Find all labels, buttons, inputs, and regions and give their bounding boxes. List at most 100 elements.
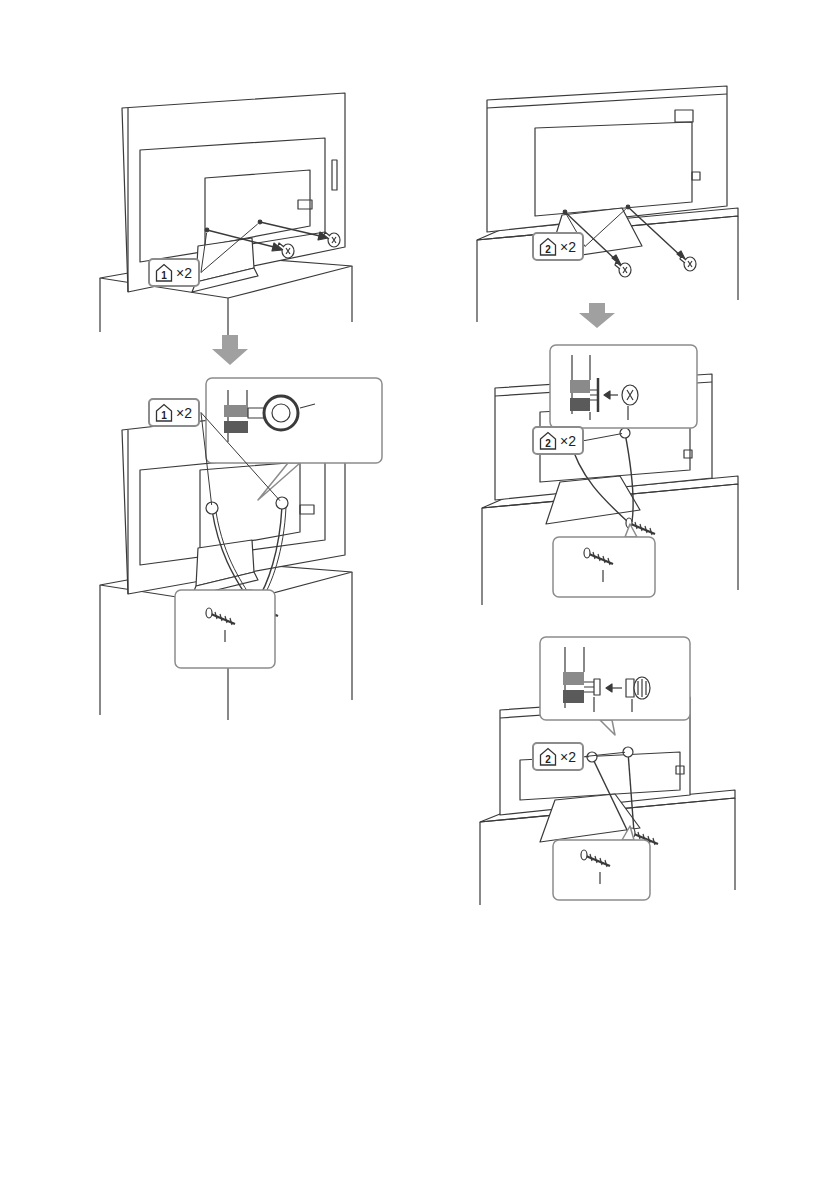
- line-art: [300, 505, 314, 514]
- part-icon: 2: [539, 747, 557, 766]
- line-art: [563, 690, 584, 703]
- line-art: [256, 505, 282, 602]
- line-art: [224, 630, 225, 642]
- part-number: 2: [539, 237, 557, 255]
- line-art: [606, 684, 612, 692]
- line-art: [535, 122, 692, 216]
- line-art: [597, 378, 600, 412]
- part-number: 2: [539, 747, 557, 765]
- callout-box: 1×2: [148, 258, 200, 287]
- line-art: [206, 378, 382, 463]
- line-art: [100, 572, 352, 720]
- leader-line: [585, 752, 625, 756]
- line-art: [625, 524, 637, 537]
- line-art: [332, 160, 337, 190]
- line-art: [570, 398, 590, 411]
- line-art: [553, 840, 650, 900]
- quantity: ×2: [560, 749, 576, 765]
- tv-scene: [100, 93, 352, 338]
- line-art: [627, 390, 633, 400]
- line-art: [300, 404, 315, 408]
- part-number: 2: [539, 431, 557, 449]
- line-art: [592, 757, 628, 832]
- line-art: [625, 433, 633, 522]
- part-icon: 1: [155, 403, 173, 422]
- quantity: ×2: [176, 405, 192, 421]
- step-arrow: [212, 335, 248, 365]
- line-art: [581, 850, 610, 867]
- part-number: 1: [155, 263, 173, 281]
- line-art: [622, 826, 634, 840]
- leader-line: [201, 413, 280, 501]
- tv-scene: [482, 345, 738, 605]
- line-art: [175, 590, 275, 668]
- line-art: [278, 243, 294, 258]
- line-art: [122, 93, 345, 292]
- line-art: [626, 679, 634, 697]
- line-art: [258, 463, 300, 500]
- part-icon: 1: [155, 263, 173, 282]
- line-art: [628, 752, 634, 832]
- line-art: [258, 220, 262, 224]
- line-art: [540, 794, 640, 842]
- step-arrow: [579, 303, 615, 328]
- callout-box: 1×2: [148, 398, 200, 427]
- line-art: [615, 262, 631, 277]
- line-art: [622, 385, 638, 405]
- line-art: [127, 430, 128, 594]
- quantity: ×2: [176, 265, 192, 281]
- tv-scene: [480, 637, 735, 905]
- part-icon: 2: [539, 431, 557, 450]
- line-art: [563, 672, 584, 685]
- callout-box: 2×2: [532, 232, 584, 261]
- line-art: [590, 406, 628, 420]
- line-art: [634, 677, 650, 699]
- line-art: [546, 476, 640, 524]
- line-art: [584, 548, 613, 565]
- leader-line: [585, 209, 626, 246]
- quantity: ×2: [560, 433, 576, 449]
- line-art: [487, 94, 727, 108]
- line-art: [212, 510, 250, 602]
- line-art: [600, 720, 615, 735]
- leader-line: [201, 224, 258, 273]
- leader-line: [585, 434, 622, 441]
- line-art: [216, 512, 254, 602]
- line-art: [207, 222, 320, 247]
- line-art: [594, 697, 632, 712]
- line-art: [540, 637, 690, 720]
- line-art: [206, 608, 235, 625]
- line-art: [205, 228, 209, 232]
- line-art: [563, 210, 567, 214]
- line-art: [594, 679, 600, 695]
- line-art: [584, 682, 594, 692]
- quantity: ×2: [560, 239, 576, 255]
- line-art: [626, 205, 630, 209]
- callout-box: 2×2: [532, 742, 584, 771]
- line-art: [200, 462, 300, 550]
- line-art: [599, 872, 600, 884]
- tv-scene: [477, 86, 738, 322]
- line-art: [692, 172, 700, 180]
- line-art: [553, 537, 655, 597]
- line-art: [324, 232, 340, 247]
- line-art: [638, 679, 646, 697]
- line-art: [620, 428, 630, 438]
- line-art: [127, 108, 128, 292]
- line-art: [684, 450, 692, 458]
- line-art: [675, 110, 693, 122]
- line-art: [570, 380, 590, 393]
- line-art: [224, 405, 248, 417]
- line-art: [260, 507, 286, 602]
- line-art: [264, 396, 298, 430]
- line-art: [604, 391, 610, 399]
- line-art: [248, 408, 264, 418]
- line-art: [612, 395, 622, 396]
- line-art: [272, 404, 290, 422]
- leader-line: [201, 233, 207, 273]
- leader-line: [201, 413, 212, 506]
